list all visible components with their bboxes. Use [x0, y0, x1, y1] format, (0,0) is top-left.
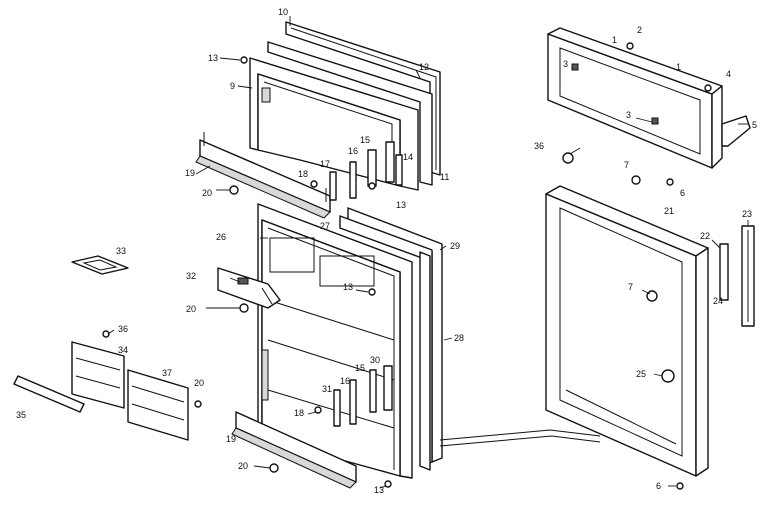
callout-7: 7: [624, 160, 629, 170]
callout-32: 32: [186, 271, 196, 281]
callout-19: 19: [226, 434, 236, 444]
callout-18: 18: [298, 169, 308, 179]
callout-24: 24: [713, 296, 723, 306]
callout-20: 20: [194, 378, 204, 388]
callout-11: 11: [440, 172, 449, 182]
top-door-frame-1: [547, 27, 723, 169]
fresh-food-shelf-supports: [333, 365, 393, 427]
dispenser-bracket-32: [217, 267, 281, 309]
freezer-door-gasket-12: [267, 21, 441, 186]
callout-7: 7: [628, 282, 633, 292]
fresh-food-door-gaskets: [339, 207, 443, 471]
callout-37: 37: [162, 368, 172, 378]
part-35-handle: [13, 375, 85, 413]
callout-6: 6: [656, 481, 661, 491]
callout-31: 31: [322, 384, 332, 394]
callout-23: 23: [742, 209, 752, 219]
callout-18: 18: [294, 408, 304, 418]
callout-20: 20: [202, 188, 212, 198]
callout-5: 5: [752, 120, 757, 130]
callout-12: 12: [419, 62, 429, 72]
callout-3: 3: [626, 110, 631, 120]
callout-9: 9: [230, 81, 235, 91]
callout-13: 13: [208, 53, 218, 63]
callout-15: 15: [360, 135, 370, 145]
leader-lines: [107, 16, 749, 489]
callout-22: 22: [700, 231, 710, 241]
callout-1: 1: [676, 62, 681, 72]
callout-16: 16: [348, 146, 358, 156]
lower-door-frame-21: [545, 185, 709, 477]
callout-13: 13: [374, 485, 384, 495]
callout-17: 17: [320, 159, 330, 169]
hinge-5: [721, 115, 751, 147]
callout-6: 6: [680, 188, 685, 198]
part-34-trim: [71, 341, 125, 409]
callout-13: 13: [343, 282, 353, 292]
fasteners: [102, 42, 712, 490]
freezer-door-shelf-19: [195, 132, 331, 219]
handle-bracket-22: [719, 243, 729, 301]
fresh-food-door-liner-26: [257, 203, 413, 479]
callout-27: 27: [320, 221, 330, 231]
callout-29: 29: [450, 241, 460, 251]
callout-34: 34: [118, 345, 128, 355]
callout-36: 36: [118, 324, 128, 334]
callout-14: 14: [403, 152, 413, 162]
part-33-pad: [71, 255, 129, 275]
callout-10: 10: [278, 7, 288, 17]
callout-25: 25: [636, 369, 646, 379]
callout-26: 26: [216, 232, 226, 242]
callout-20: 20: [238, 461, 248, 471]
callout-2: 2: [637, 25, 642, 35]
fresh-food-door-shelf-19: [231, 411, 357, 489]
door-handle-23: [741, 225, 755, 327]
callout-labels: 10 12 13 9 15 16 14 17 18 19 20 13 11 26…: [16, 7, 757, 495]
callout-1: 1: [612, 35, 617, 45]
part-37-trim: [127, 369, 189, 441]
callout-4: 4: [726, 69, 731, 79]
callout-35: 35: [16, 410, 26, 420]
callout-28: 28: [454, 333, 464, 343]
frame-connector: [439, 429, 601, 447]
callout-19: 19: [185, 168, 195, 178]
callout-15: 15: [355, 363, 365, 373]
callout-20: 20: [186, 304, 196, 314]
callout-16: 16: [340, 376, 350, 386]
callout-13: 13: [396, 200, 406, 210]
callout-30: 30: [370, 355, 380, 365]
callout-33: 33: [116, 246, 126, 256]
callout-36: 36: [534, 141, 544, 151]
callout-21: 21: [664, 206, 674, 216]
callout-3: 3: [563, 59, 568, 69]
